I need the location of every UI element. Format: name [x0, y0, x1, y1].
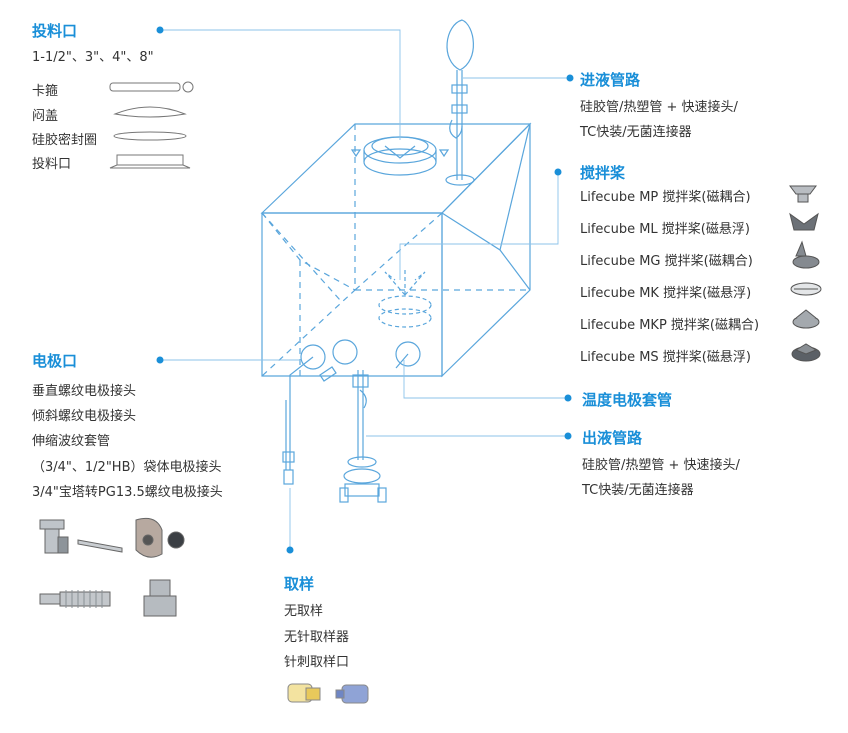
electrode-line-1: 垂直螺纹电极接头	[32, 384, 137, 399]
electrode-line-4: （3/4"、1/2"HB）袋体电极接头	[32, 460, 222, 475]
temp-sleeve-title: 温度电极套管	[582, 391, 673, 409]
impeller-item-mk: Lifecube MK 搅拌桨(磁悬浮)	[580, 286, 752, 301]
impeller-item-ml: Lifecube ML 搅拌桨(磁悬浮)	[580, 222, 750, 237]
electrode-ports-graphic	[289, 339, 421, 400]
feed-port-item-clamp: 卡箍	[32, 84, 59, 99]
leader-impeller	[399, 172, 559, 280]
inlet-line-1: 硅胶管/热塑管 + 快速接头/	[580, 100, 738, 115]
sampling-title: 取样	[284, 575, 315, 593]
impeller-mg-icon	[792, 240, 820, 269]
outlet-line-graphic	[339, 370, 387, 503]
impeller-mkp-icon	[792, 309, 820, 329]
leader-feed	[160, 29, 401, 140]
electrode-line-3: 伸缩波纹套管	[32, 434, 111, 449]
impeller-mp-icon	[789, 185, 817, 203]
impeller-title: 搅拌桨	[580, 164, 626, 182]
feed-port-item-gasket: 硅胶密封圈	[32, 133, 98, 148]
impeller-item-mkp: Lifecube MKP 搅拌桨(磁耦合)	[580, 318, 760, 333]
inlet-title: 进液管路	[580, 71, 641, 89]
impeller-item-mg: Lifecube MG 搅拌桨(磁耦合)	[580, 254, 753, 269]
electrode-line-2: 倾斜螺纹电极接头	[32, 409, 137, 424]
cap-icon	[113, 106, 187, 118]
bag-electrode-connector-icon	[135, 517, 185, 558]
feed-port-part-icon	[109, 154, 191, 169]
tilted-electrode-connector-icon	[77, 539, 123, 553]
outlet-title: 出液管路	[582, 429, 643, 447]
needle-sampling-port-icon	[335, 684, 369, 704]
leader-temp	[403, 360, 568, 399]
needle-free-sampler-icon	[287, 683, 321, 703]
feed-port-item-cap: 闷盖	[32, 109, 59, 124]
sampling-line-3: 针刺取样口	[284, 655, 350, 670]
barb-to-thread-connector-icon	[143, 579, 177, 617]
impeller-item-ms: Lifecube MS 搅拌桨(磁悬浮)	[580, 350, 751, 365]
inlet-line-2: TC快装/无菌连接器	[580, 125, 692, 140]
sampling-line-2: 无针取样器	[284, 630, 350, 645]
feed-port-sizes: 1-1/2"、3"、4"、8"	[32, 50, 154, 65]
feed-port-title: 投料口	[32, 22, 78, 40]
clamp-icon	[109, 81, 194, 93]
feed-port-item-port: 投料口	[32, 157, 72, 172]
inlet-line-graphic	[445, 19, 475, 186]
outlet-line-1: 硅胶管/热塑管 + 快速接头/	[582, 458, 740, 473]
electrode-title: 电极口	[32, 352, 78, 370]
electrode-line-5: 3/4"宝塔转PG13.5螺纹电极接头	[32, 485, 223, 500]
cube-right-face	[441, 122, 531, 378]
feed-port-graphic	[350, 136, 450, 176]
vertical-electrode-connector-icon	[39, 519, 69, 554]
sampling-line-1: 无取样	[284, 604, 324, 619]
impeller-ms-icon	[791, 343, 821, 362]
bellows-sleeve-icon	[39, 590, 111, 608]
impeller-item-mp: Lifecube MP 搅拌桨(磁耦合)	[580, 190, 751, 205]
outlet-line-2: TC快装/无菌连接器	[582, 483, 694, 498]
gasket-icon	[113, 131, 187, 141]
impeller-mk-icon	[790, 282, 822, 296]
sampling-line-graphic	[282, 400, 295, 485]
impeller-graphic	[378, 268, 432, 328]
impeller-ml-icon	[789, 212, 819, 231]
